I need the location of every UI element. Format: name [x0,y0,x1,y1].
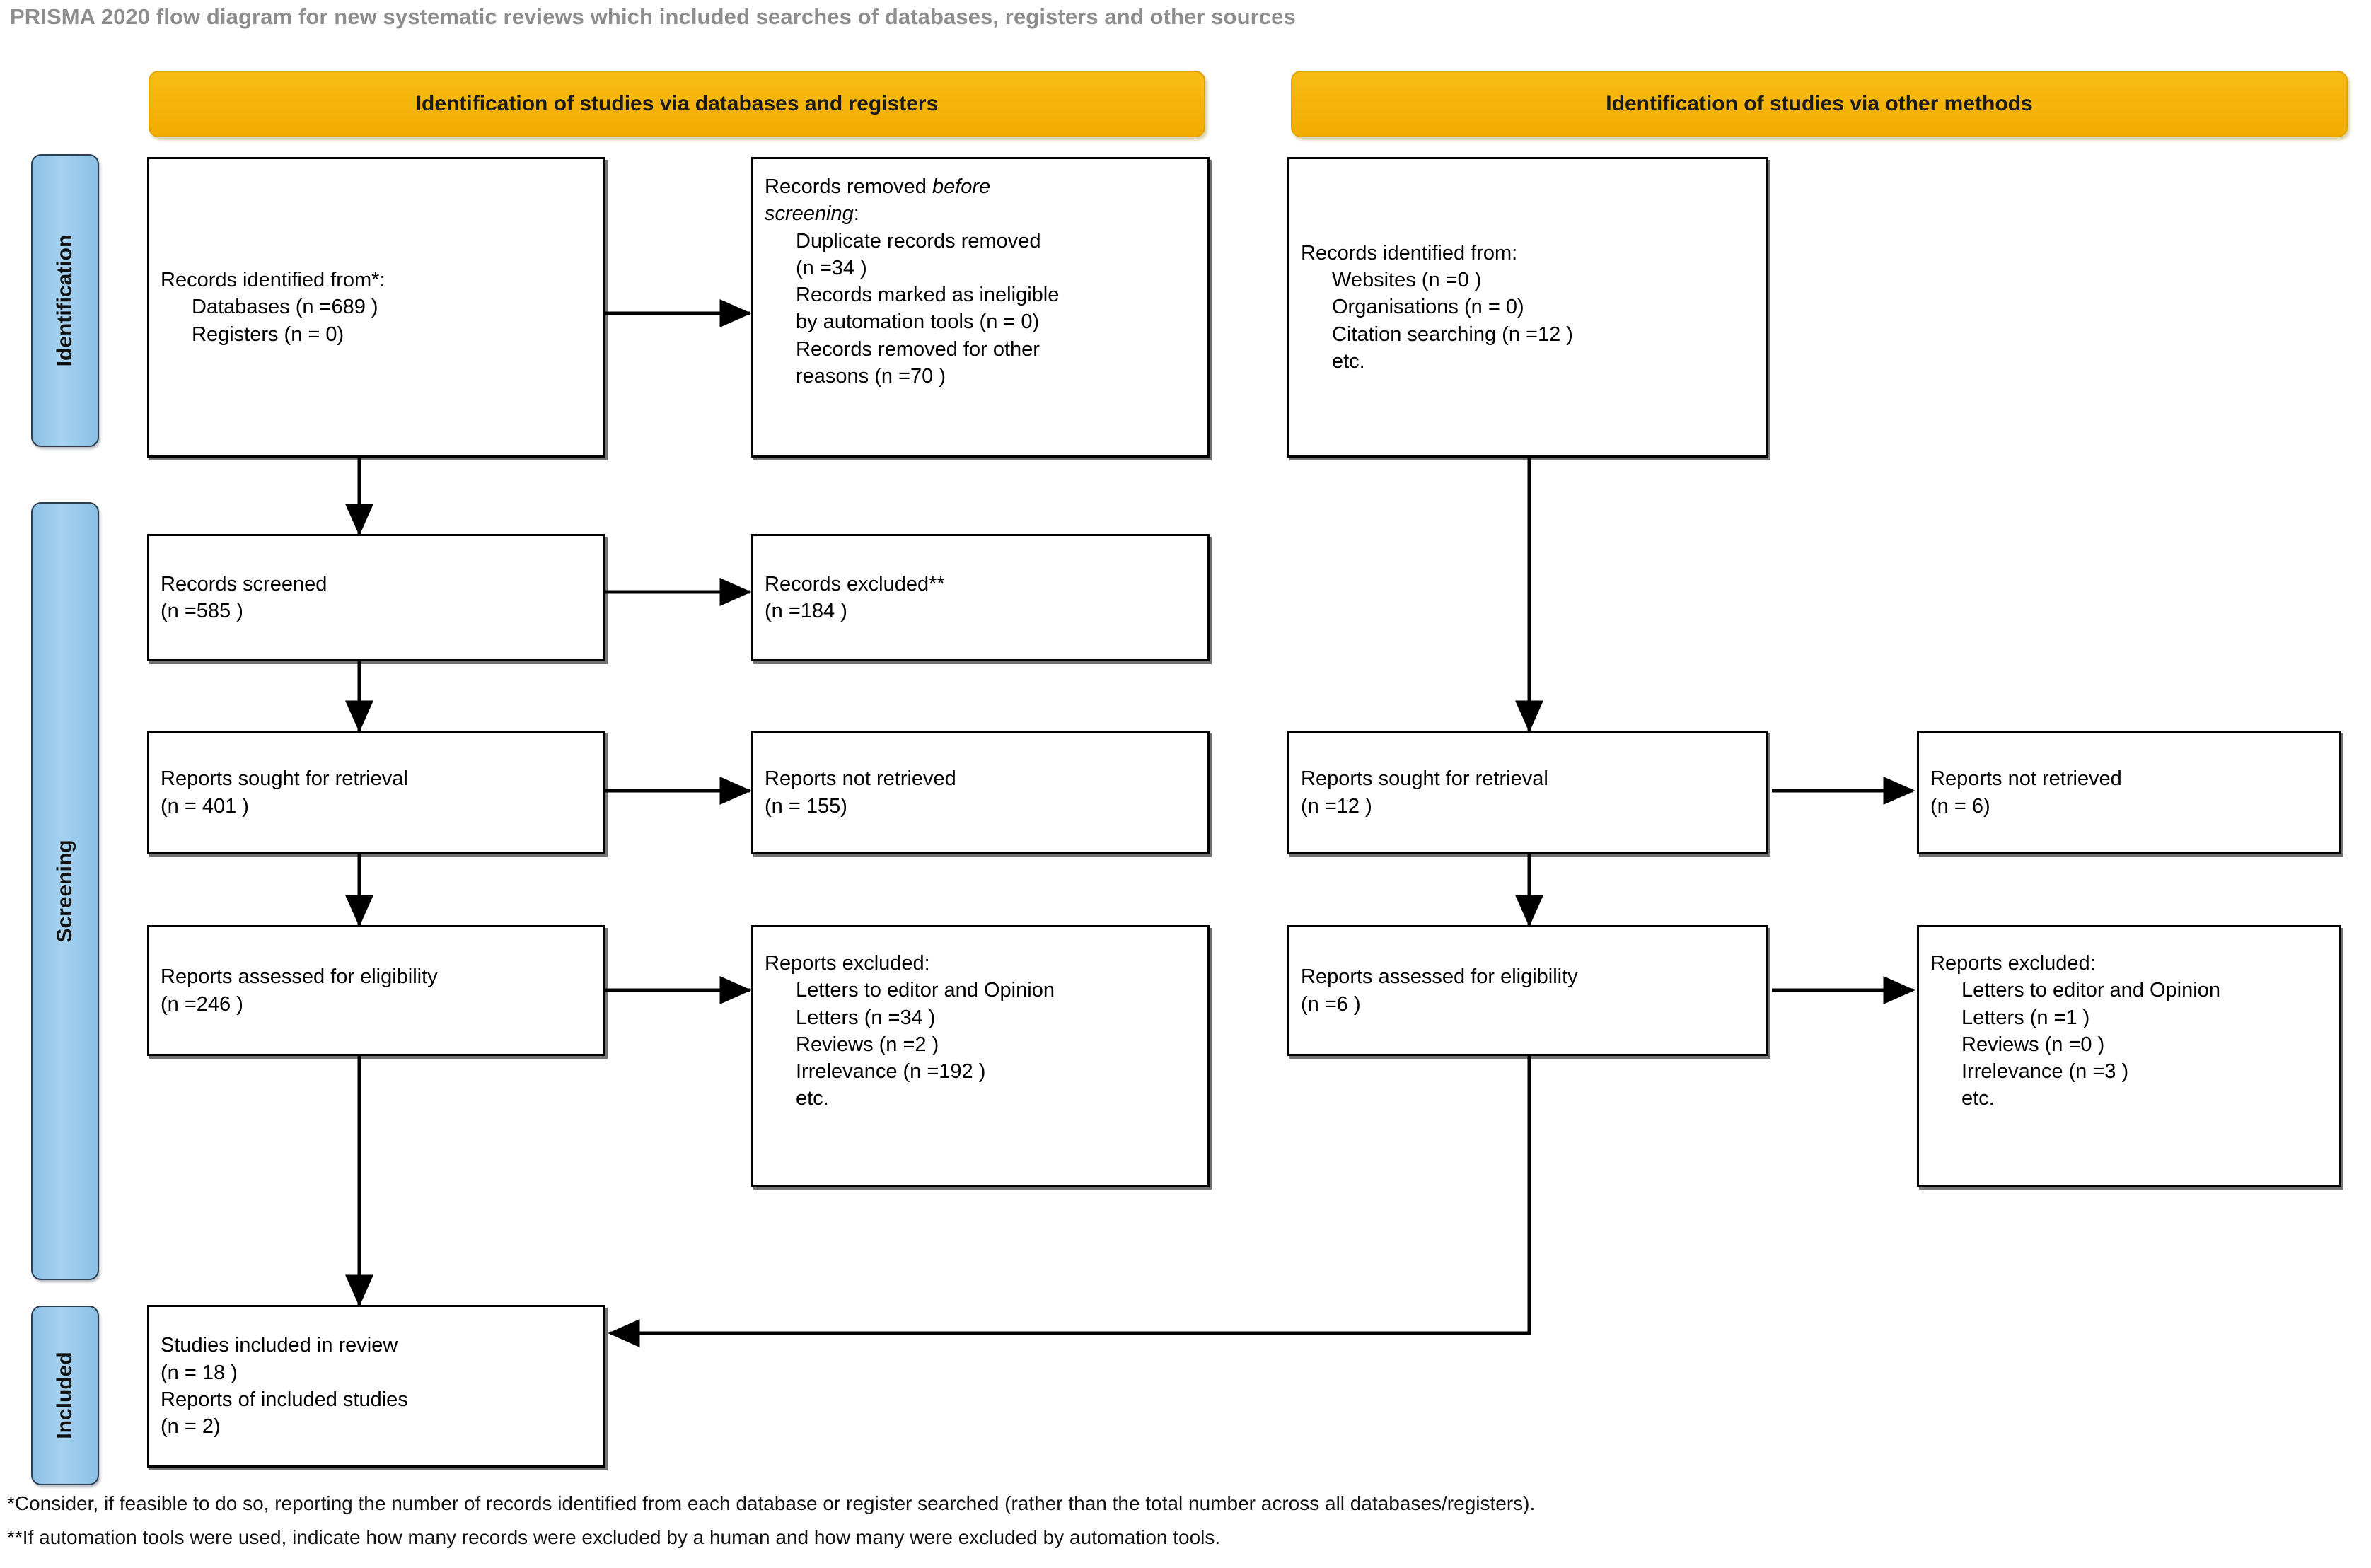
studies-included-line3: Reports of included studies [161,1388,408,1411]
box-records-identified-other: Records identified from: Websites (n =0 … [1287,157,1768,458]
box-records-screened: Records screened (n =585 ) [147,534,605,661]
reports-excluded-left-line4: Reviews (n =2 ) [796,1033,939,1056]
phase-header-other-label: Identification of studies via other meth… [1606,92,2033,115]
records-removed-line1a: Records removed [765,175,932,198]
reports-not-retrieved-left-line1: Reports not retrieved [765,767,956,791]
stage-rail-included-label: Included [53,1352,76,1439]
reports-excluded-right-line2: Letters to editor and Opinion [1961,979,2220,1002]
records-identified-other-line1: Records identified from: [1301,241,1518,265]
records-screened-line2: (n =585 ) [161,600,243,622]
stage-rail-identification-label: Identification [53,234,76,367]
stage-rail-screening-label: Screening [53,840,76,943]
page-title: PRISMA 2020 flow diagram for new systema… [10,4,1296,29]
records-excluded-line1: Records excluded** [765,572,945,596]
reports-sought-right-line1: Reports sought for retrieval [1301,767,1548,791]
records-removed-line7: Records removed for other [796,337,1040,361]
box-records-removed-before-screening: Records removed before screening: Duplic… [751,157,1210,458]
reports-excluded-right-line3: Letters (n =1 ) [1961,1006,2090,1029]
reports-excluded-left-line5: Irrelevance (n =192 ) [796,1060,986,1084]
phase-header-databases-label: Identification of studies via databases … [415,92,939,115]
footnote-two: **If automation tools were used, indicat… [7,1526,1221,1548]
reports-excluded-left-line2: Letters to editor and Opinion [796,979,1055,1002]
records-removed-line6: by automation tools (n = 0) [796,310,1040,334]
studies-included-line2: (n = 18 ) [161,1361,238,1384]
box-reports-not-retrieved-right: Reports not retrieved (n = 6) [1917,731,2341,854]
box-reports-sought-right: Reports sought for retrieval (n =12 ) [1287,731,1768,854]
reports-excluded-left-line3: Letters (n =34 ) [796,1006,936,1029]
reports-sought-left-line2: (n = 401 ) [161,794,249,818]
records-identified-line1: Records identified from*: [161,269,385,292]
box-reports-sought-left: Reports sought for retrieval (n = 401 ) [147,731,605,854]
records-removed-line3: Duplicate records removed [796,229,1041,252]
reports-assessed-left-line1: Reports assessed for eligibility [161,965,438,989]
reports-excluded-right-line5: Irrelevance (n =3 ) [1961,1060,2129,1084]
records-screened-line1: Records screened [161,572,327,596]
box-reports-assessed-right: Reports assessed for eligibility (n =6 ) [1287,925,1768,1056]
records-removed-line4: (n =34 ) [796,256,867,279]
box-studies-included: Studies included in review (n = 18 ) Rep… [147,1305,605,1468]
records-removed-screening-em: screening [765,202,854,226]
reports-excluded-right-line1: Reports excluded: [1930,952,2096,975]
box-reports-excluded-left: Reports excluded: Letters to editor and … [751,925,1210,1187]
records-excluded-line2: (n =184 ) [765,600,847,622]
phase-header-databases: Identification of studies via databases … [149,71,1205,137]
box-records-identified: Records identified from*: Databases (n =… [147,157,605,458]
reports-assessed-left-line2: (n =246 ) [161,992,243,1016]
footnote-one: *Consider, if feasible to do so, reporti… [7,1492,1536,1514]
records-identified-other-line4: Citation searching (n =12 ) [1332,323,1573,346]
reports-sought-right-line2: (n =12 ) [1301,794,1372,818]
box-records-excluded: Records excluded** (n =184 ) [751,534,1210,661]
records-identified-line2: Databases (n =689 ) [192,296,378,319]
records-identified-other-line3: Organisations (n = 0) [1332,296,1524,319]
reports-excluded-left-line6: etc. [796,1087,829,1110]
stage-rail-screening: Screening [31,502,99,1280]
records-removed-colon: : [853,202,859,226]
studies-included-line4: (n = 2) [161,1415,221,1439]
reports-not-retrieved-left-line2: (n = 155) [765,794,847,818]
stage-rail-identification: Identification [31,154,99,447]
records-identified-other-line2: Websites (n =0 ) [1332,269,1482,292]
reports-excluded-left-line1: Reports excluded: [765,952,930,975]
stage-rail-included: Included [31,1306,99,1485]
reports-assessed-right-line2: (n =6 ) [1301,992,1361,1016]
records-removed-line8: reasons (n =70 ) [796,364,946,388]
reports-not-retrieved-right-line1: Reports not retrieved [1930,767,2122,791]
records-removed-before-em: before [932,175,991,198]
phase-header-other-methods: Identification of studies via other meth… [1291,71,2348,137]
studies-included-line1: Studies included in review [161,1334,398,1357]
reports-excluded-right-line4: Reviews (n =0 ) [1961,1033,2105,1056]
reports-sought-left-line1: Reports sought for retrieval [161,767,408,791]
records-identified-line3: Registers (n = 0) [192,323,344,346]
reports-not-retrieved-right-line2: (n = 6) [1930,794,1990,818]
box-reports-not-retrieved-left: Reports not retrieved (n = 155) [751,731,1210,854]
records-removed-line5: Records marked as ineligible [796,284,1060,307]
reports-excluded-right-line6: etc. [1961,1087,1995,1110]
box-reports-excluded-right: Reports excluded: Letters to editor and … [1917,925,2341,1187]
records-identified-other-line5: etc. [1332,349,1365,373]
box-reports-assessed-left: Reports assessed for eligibility (n =246… [147,925,605,1056]
reports-assessed-right-line1: Reports assessed for eligibility [1301,965,1578,989]
